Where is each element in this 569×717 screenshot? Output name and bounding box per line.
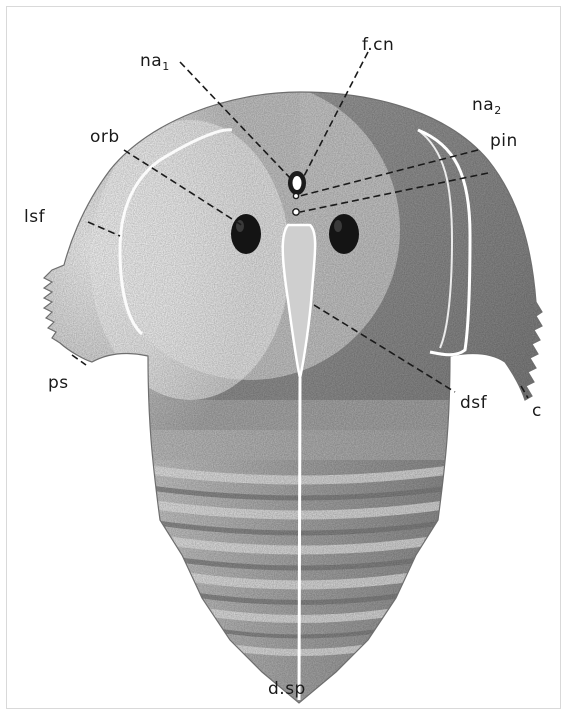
label-lsf: lsf [24, 207, 46, 227]
label-ps: ps [48, 373, 69, 393]
label-f-cn: f.cn [362, 35, 394, 55]
label-orb: orb [90, 127, 120, 147]
pineal-opening [293, 209, 299, 215]
right-eye-orbit [329, 214, 359, 254]
label-c: c [532, 401, 542, 421]
label-d-sp: d.sp [268, 679, 306, 699]
label-pin: pin [490, 131, 518, 151]
left-eye-orbit [231, 214, 261, 254]
label-dsf: dsf [460, 393, 488, 413]
dorsal-spine-line [299, 378, 300, 700]
label-na2: na2 [472, 95, 502, 117]
label-na1: na1 [140, 51, 170, 73]
